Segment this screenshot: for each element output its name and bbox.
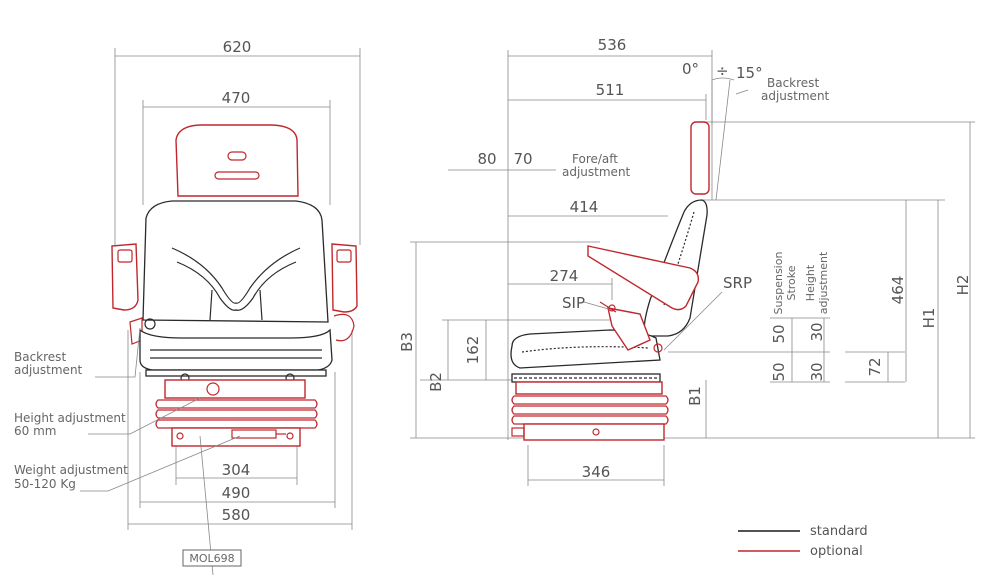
model-code-box — [182, 549, 242, 567]
h2-label: H2 — [954, 275, 972, 296]
suspension-label-2: Stroke — [785, 265, 798, 300]
headrest-slot-bottom — [214, 171, 260, 180]
side-dimension-lines — [410, 50, 975, 486]
angle-min: 0° — [682, 60, 699, 78]
height-adj-label-1: Height — [804, 264, 817, 301]
dim-70: 70 — [513, 150, 532, 168]
dim-346: 346 — [582, 463, 611, 481]
height-adj-label-2: adjustment — [817, 251, 830, 314]
height-adjustment-label-1: Height adjustment — [14, 411, 126, 425]
dim-30b: 30 — [808, 362, 826, 381]
side-backrest-label-1: Backrest — [767, 76, 819, 90]
headrest-slot-top — [227, 151, 247, 161]
dim-72: 72 — [866, 357, 884, 376]
front-seat-rails — [145, 369, 327, 377]
dim-50b: 50 — [770, 362, 788, 381]
legend-standard-label: standard — [810, 524, 868, 539]
front-dimension-lines — [114, 48, 361, 530]
foreaft-label-2: adjustment — [562, 165, 631, 179]
weight-adjustment-label-2: 50-120 Kg — [14, 477, 76, 491]
dim-50a: 50 — [770, 324, 788, 343]
b2-label: B2 — [427, 372, 445, 392]
side-armrest — [587, 245, 700, 311]
dim-414: 414 — [570, 198, 599, 216]
b3-label: B3 — [398, 332, 416, 352]
dim-536: 536 — [598, 36, 627, 54]
side-headrest — [690, 121, 710, 195]
foreaft-label-1: Fore/aft — [572, 152, 618, 166]
front-suspension-bellows — [155, 379, 318, 447]
front-armrest-right — [331, 243, 358, 313]
dim-620: 620 — [223, 38, 252, 56]
legend-optional-label: optional — [810, 544, 863, 559]
side-view: 536 511 414 274 346 80 70 0° ÷ 15° Backr… — [398, 36, 975, 486]
model-code: MOL698 — [189, 552, 234, 565]
front-backrest — [142, 200, 329, 323]
side-suspension-bellows — [511, 381, 669, 441]
dim-490: 490 — [222, 484, 251, 502]
dim-274: 274 — [550, 267, 579, 285]
suspension-label-1: Suspension — [772, 252, 785, 315]
front-backrest-label-2: adjustment — [14, 363, 83, 377]
angle-max: 15° — [736, 64, 763, 82]
height-adjustment-label-2: 60 mm — [14, 424, 56, 438]
dim-304: 304 — [222, 461, 251, 479]
dim-511: 511 — [596, 81, 625, 99]
srp-label: SRP — [723, 274, 752, 292]
dim-470: 470 — [222, 89, 251, 107]
dim-464: 464 — [889, 276, 907, 305]
dim-162: 162 — [464, 336, 482, 365]
backrest-knob — [144, 318, 156, 330]
sip-label: SIP — [562, 294, 585, 312]
front-backrest-label-1: Backrest — [14, 350, 66, 364]
front-armrest-left — [111, 243, 139, 311]
h1-label: H1 — [920, 308, 938, 329]
legend: standard optional — [738, 524, 868, 559]
front-view: Backrest adjustment Height adjustment 60… — [14, 38, 361, 576]
side-backrest-label-2: adjustment — [761, 89, 830, 103]
angle-separator: ÷ — [716, 62, 729, 80]
weight-adjustment-label-1: Weight adjustment — [14, 463, 128, 477]
dim-80: 80 — [477, 150, 496, 168]
dim-580: 580 — [222, 506, 251, 524]
dim-30a: 30 — [808, 322, 826, 341]
b1-label: B1 — [686, 386, 704, 406]
